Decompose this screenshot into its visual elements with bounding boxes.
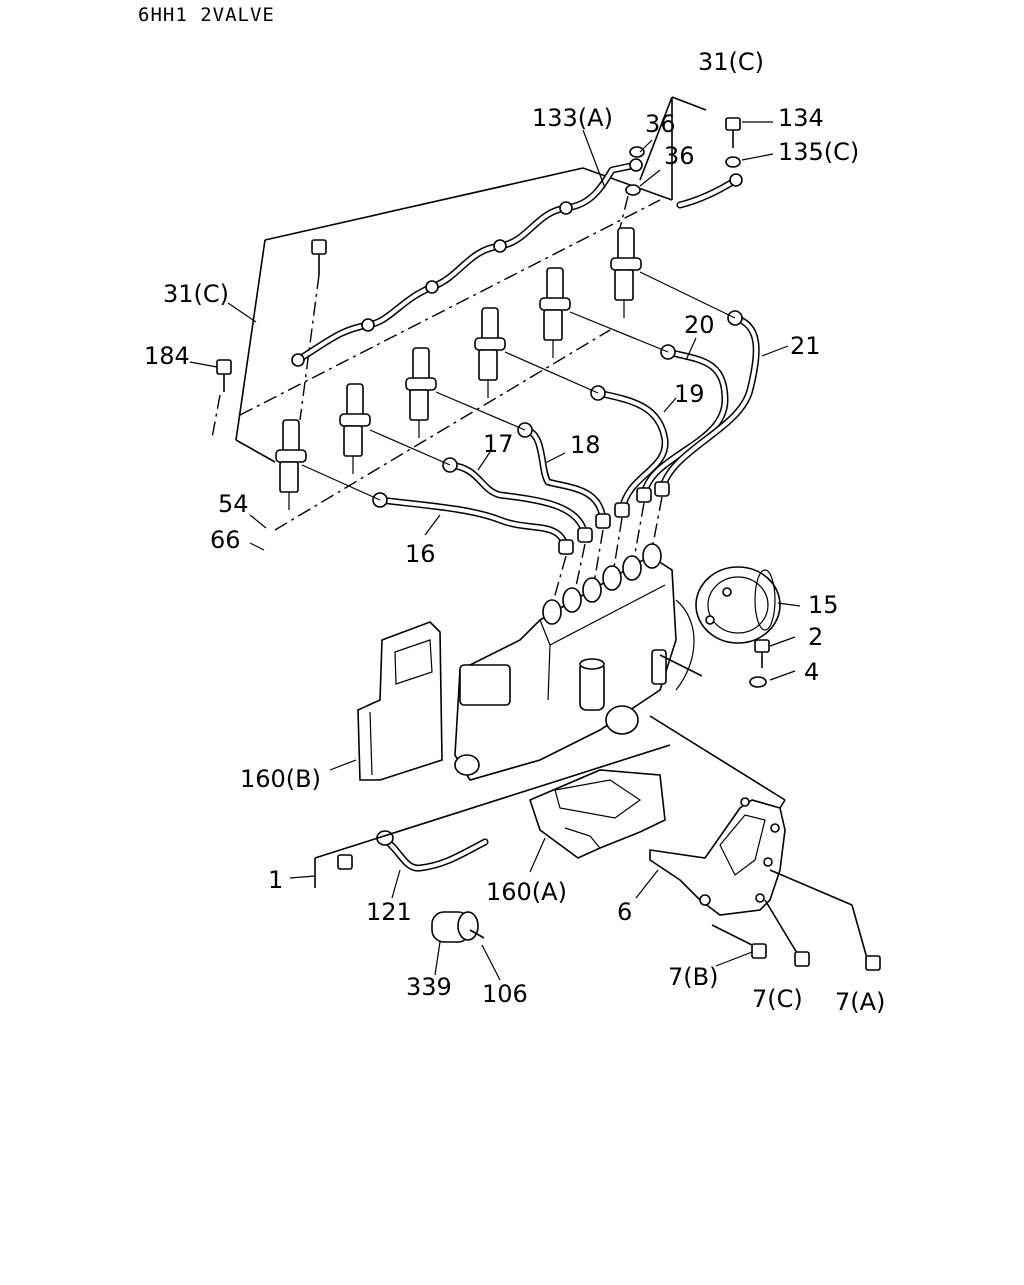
- callout-54: 54: [218, 490, 249, 518]
- injector-5: [539, 267, 571, 358]
- callout-7b: 7(B): [668, 963, 718, 991]
- callout-2: 2: [808, 623, 823, 651]
- injector-group-bracket: [235, 96, 707, 531]
- injector-1: [275, 419, 307, 510]
- callout-7c: 7(C): [752, 985, 803, 1013]
- cover-160b: [357, 621, 443, 781]
- callout-1: 1: [268, 866, 283, 894]
- callout-17: 17: [483, 430, 514, 458]
- injector-6: [610, 227, 642, 318]
- callout-36-lower: 36: [664, 142, 695, 170]
- sleeve-339: [431, 911, 485, 943]
- injector-3: [405, 347, 437, 438]
- pipe-121-group: [314, 744, 671, 888]
- injection-pipes: [301, 271, 760, 555]
- leak-off-pipe: [291, 158, 743, 367]
- cover-160a: [529, 769, 666, 859]
- callout-36-upper: 36: [645, 110, 676, 138]
- bolts-7: [711, 869, 881, 971]
- callout-66: 66: [210, 526, 241, 554]
- callout-21: 21: [790, 332, 821, 360]
- callout-19: 19: [674, 380, 705, 408]
- callout-labels: 31(C) 133(A) 36 36 134 135(C) 31(C) 184 …: [144, 48, 885, 1016]
- callout-7a: 7(A): [835, 988, 885, 1016]
- callout-121: 121: [366, 898, 412, 926]
- callout-16: 16: [405, 540, 436, 568]
- callout-134: 134: [778, 104, 824, 132]
- washers-top: [619, 117, 741, 229]
- bracket-6: [649, 715, 786, 916]
- callout-160b: 160(B): [240, 765, 321, 793]
- callout-31c-left: 31(C): [163, 280, 229, 308]
- fuel-injectors: [275, 227, 642, 510]
- callout-133a: 133(A): [532, 104, 613, 132]
- injector-bolt-184: [211, 239, 327, 439]
- callout-339: 339: [406, 973, 452, 1001]
- callout-4: 4: [804, 658, 819, 686]
- callout-135c: 135(C): [778, 138, 859, 166]
- callout-18: 18: [570, 431, 601, 459]
- callout-20: 20: [684, 311, 715, 339]
- callout-15: 15: [808, 591, 839, 619]
- callout-6: 6: [617, 898, 632, 926]
- callout-160a: 160(A): [486, 878, 567, 906]
- leader-lines: [189, 121, 801, 981]
- model-header: 6HH1 2VALVE: [138, 4, 275, 26]
- callout-106: 106: [482, 980, 528, 1008]
- bolt-2-washer-4: [659, 639, 770, 688]
- injector-2: [339, 383, 371, 474]
- callout-184: 184: [144, 342, 190, 370]
- timer-assembly-15: [695, 566, 781, 644]
- injector-4: [474, 307, 506, 398]
- callout-31c-top: 31(C): [698, 48, 764, 76]
- injection-pump: [454, 543, 695, 781]
